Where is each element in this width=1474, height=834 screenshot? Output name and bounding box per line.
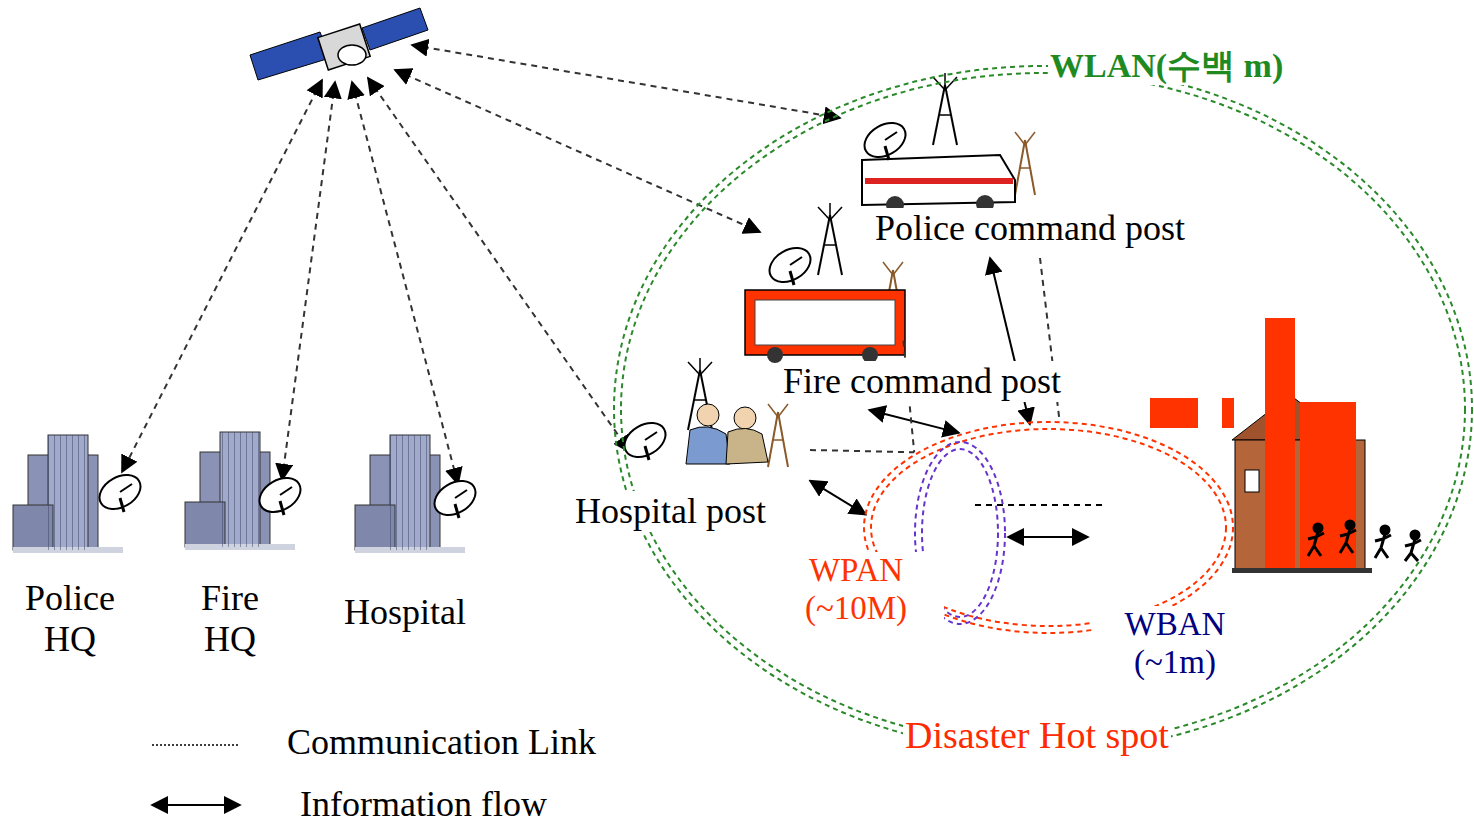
- satellite-link: [122, 45, 840, 484]
- hospital-post: Hospital post: [575, 360, 810, 540]
- node-label: Police command post: [873, 208, 1187, 249]
- node-label: WBAN (~1m): [1093, 606, 1257, 682]
- fire-hq: Fire HQ: [175, 430, 315, 670]
- wpan-region: WPAN (~10M)WBAN (~1m): [862, 420, 1235, 635]
- medics: [618, 358, 788, 467]
- legend-text: Information flow: [298, 784, 549, 825]
- hq-building: [13, 432, 482, 553]
- node-label: WLAN(수백 m): [1048, 46, 1285, 85]
- node-label: Fire command post: [781, 361, 1063, 402]
- information-flow: [810, 481, 866, 515]
- legend-sample: [152, 745, 240, 805]
- runners: [1308, 521, 1421, 561]
- node-label: Fire HQ: [178, 578, 282, 661]
- police-van: [858, 73, 1035, 214]
- police-hq: Police HQ: [8, 430, 158, 670]
- hospital: Hospital: [340, 430, 495, 640]
- communication-link: [810, 450, 914, 452]
- hotspot-label: Disaster Hot spot: [903, 714, 1171, 758]
- disaster-site: [1150, 318, 1372, 573]
- legend-text: Communication Link: [285, 722, 598, 763]
- information-flow: [869, 410, 959, 433]
- region-outline: [612, 64, 1474, 754]
- node-label: WPAN (~10M): [768, 552, 944, 628]
- wlan-region: WLAN(수백 m)Police command postFire comman…: [612, 64, 1474, 754]
- hotspot-link: [975, 505, 1105, 537]
- node-label: Hospital post: [573, 491, 768, 532]
- node-label: Hospital: [342, 592, 468, 633]
- node-label: Police HQ: [4, 578, 136, 661]
- satellite: [250, 8, 428, 80]
- police-command-post: Police command post: [850, 70, 1250, 258]
